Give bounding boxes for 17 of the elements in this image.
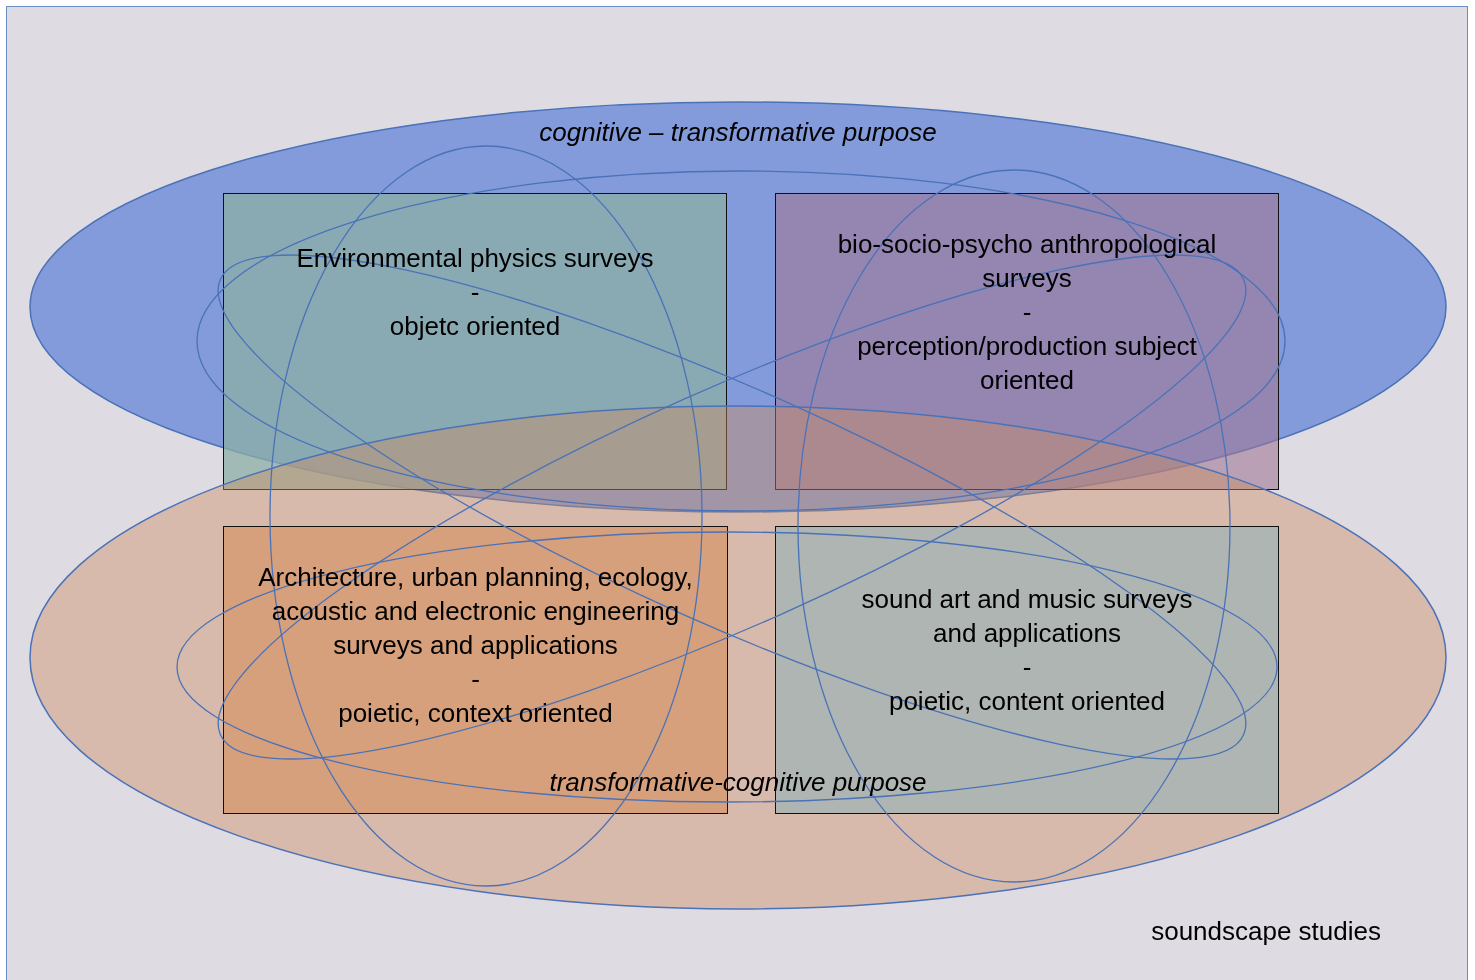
separator-dash: - [471, 663, 480, 696]
separator-dash: - [1022, 295, 1032, 329]
box-subtitle: perception/production subject oriented [856, 329, 1198, 397]
box-title: bio-socio-psycho anthropological surveys [836, 227, 1218, 295]
region-label: cognitive – transformative purpose [538, 117, 938, 148]
ellipse-region [29, 405, 1447, 910]
box-title: sound art and music surveys and applications [860, 583, 1194, 650]
category-box [775, 193, 1279, 490]
box-subtitle: poietic, context oriented [338, 697, 613, 730]
ellipse-region [29, 101, 1447, 513]
box-title: Environmental physics surveys [296, 241, 654, 275]
diagram-frame [6, 6, 1468, 980]
frame-label: soundscape studies [1151, 916, 1381, 947]
box-subtitle: objetc oriented [389, 309, 561, 343]
category-box [223, 193, 727, 490]
separator-dash: - [1022, 651, 1032, 684]
separator-dash: - [470, 275, 480, 309]
